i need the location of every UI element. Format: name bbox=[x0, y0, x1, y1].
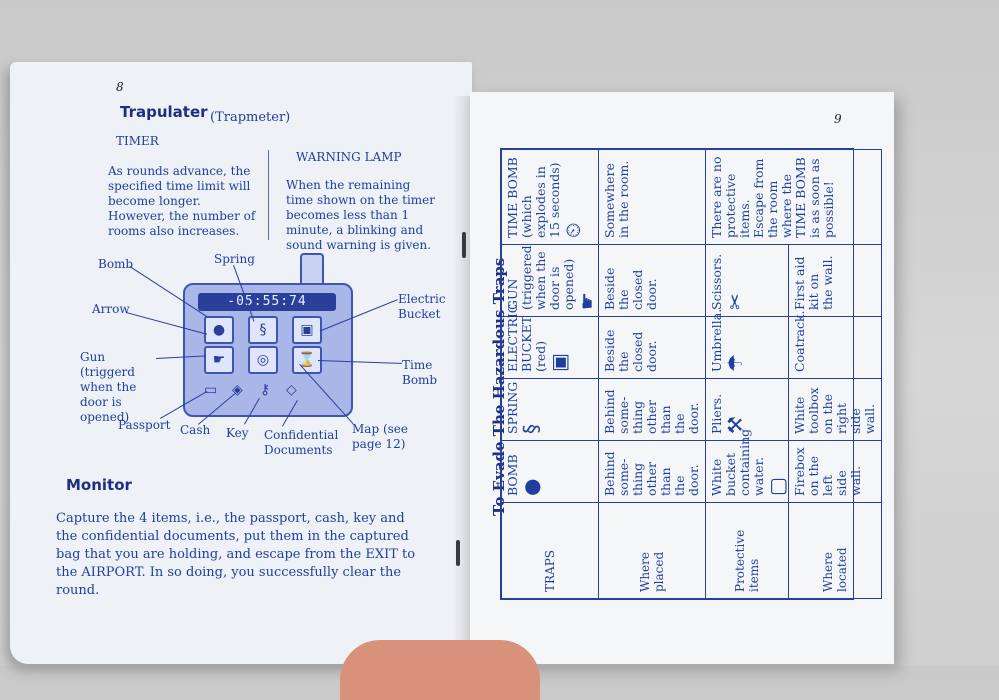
page-number-right: 9 bbox=[834, 112, 842, 126]
cell-protective-3: Umbrella.☂ bbox=[705, 309, 789, 379]
photo-scene: 8 Trapulater (Trapmeter) TIMER As rounds… bbox=[10, 62, 894, 700]
scissors-icon: ✂ bbox=[723, 293, 747, 310]
table-row-protective: Protective items White bucket containing… bbox=[705, 149, 882, 599]
right-page bbox=[470, 92, 894, 664]
passport-icon: ▭ bbox=[204, 382, 218, 398]
cell-trap-1: BOMB● bbox=[501, 440, 599, 503]
traps-table: TRAPS BOMB● SPRING§ ELECTRIC BUCKET (red… bbox=[500, 148, 882, 600]
cell-protective-4: Scissors.✂ bbox=[705, 244, 789, 317]
antenna-icon bbox=[300, 253, 324, 283]
cell-placed-5: Somewhere in the room. bbox=[598, 149, 706, 245]
header-traps: TRAPS bbox=[501, 502, 599, 599]
cell-trap-5: TIME BOMB (which explodes in 15 seconds)… bbox=[501, 149, 599, 245]
page-title: Trapulater bbox=[120, 103, 208, 121]
label-passport: Passport bbox=[118, 418, 171, 432]
label-map: Map (see page 12) bbox=[352, 422, 408, 451]
protective-text: Pliers. bbox=[709, 393, 724, 434]
monitor-text: Capture the 4 items, i.e., the passport,… bbox=[56, 511, 416, 598]
trap-name: TIME BOMB (which explodes in 15 seconds) bbox=[505, 157, 562, 238]
label-key: Key bbox=[226, 426, 249, 440]
trap-name: BOMB bbox=[505, 454, 520, 496]
bucket-icon: ▣ bbox=[547, 353, 571, 372]
label-bomb: Bomb bbox=[98, 257, 134, 271]
timer-text: As rounds advance, the specified time li… bbox=[108, 164, 256, 238]
table-row-placed: Where placed Behind some-thing other tha… bbox=[598, 149, 706, 599]
protective-text: Scissors. bbox=[709, 253, 724, 310]
electric-bucket-icon: ▣ bbox=[292, 316, 322, 344]
header-protective-items: Protective items bbox=[705, 502, 789, 599]
gun-icon: ☛ bbox=[204, 346, 234, 374]
warning-lamp-heading: WARNING LAMP bbox=[296, 150, 402, 164]
cash-icon: ◈ bbox=[232, 382, 243, 398]
cell-protective-1: White bucket containing water.▢ bbox=[705, 429, 789, 503]
protective-text: Umbrella. bbox=[709, 308, 724, 372]
trap-name: GUN (triggered when the door is opened) bbox=[505, 245, 576, 310]
cell-placed-2: Behind some-thing other than the door. bbox=[598, 378, 706, 441]
cell-located-4: First aid kit on the wall. bbox=[788, 244, 882, 317]
arrow-icon: ◎ bbox=[248, 346, 278, 374]
label-confidential: Confidential Documents bbox=[264, 428, 339, 457]
label-gun: Gun (triggerd when the door is opened) bbox=[80, 350, 137, 424]
staple-bottom bbox=[456, 540, 460, 566]
cell-located-3: Coatrack. bbox=[788, 310, 882, 379]
page-number-left: 8 bbox=[116, 80, 124, 94]
column-divider bbox=[268, 150, 269, 240]
cell-trap-2: SPRING§ bbox=[501, 378, 599, 441]
bomb-icon: ● bbox=[519, 478, 543, 496]
gun-icon: ☛ bbox=[575, 292, 599, 310]
hand-holding-booklet bbox=[340, 640, 540, 700]
cell-located-1: Firebox on the left side wall. bbox=[788, 440, 882, 503]
monitor-heading: Monitor bbox=[66, 476, 132, 494]
header-where-placed: Where placed bbox=[598, 502, 706, 599]
spring-icon: § bbox=[519, 424, 543, 434]
key-icon: ⚷ bbox=[260, 382, 271, 398]
label-time-bomb: Time Bomb bbox=[402, 358, 438, 387]
warning-lamp-text: When the remaining time shown on the tim… bbox=[286, 178, 435, 252]
table-header-row: TRAPS BOMB● SPRING§ ELECTRIC BUCKET (red… bbox=[501, 149, 599, 599]
cell-protective-5: There are no protective items. Escape fr… bbox=[705, 149, 882, 245]
cell-trap-4: GUN (triggered when the door is opened)☛ bbox=[501, 244, 599, 317]
documents-icon: ◇ bbox=[286, 382, 297, 398]
label-cash: Cash bbox=[180, 423, 211, 437]
bucket-icon: ▢ bbox=[765, 477, 789, 496]
header-where-located: Where located bbox=[788, 502, 882, 599]
cell-placed-4: Beside the closed door. bbox=[598, 244, 706, 317]
label-electric-bucket: Electric Bucket bbox=[398, 292, 446, 321]
label-spring: Spring bbox=[214, 252, 255, 266]
timer-display: -05:55:74 bbox=[198, 293, 336, 311]
umbrella-icon: ☂ bbox=[723, 354, 747, 372]
cell-trap-3: ELECTRIC BUCKET (red)▣ bbox=[501, 304, 599, 379]
clock-icon: ⏲ bbox=[561, 222, 585, 238]
pliers-icon: ⚒ bbox=[723, 416, 747, 434]
trap-name: SPRING bbox=[505, 381, 520, 434]
staple-top bbox=[462, 232, 466, 258]
cell-placed-1: Behind some-thing other than the door. bbox=[598, 440, 706, 503]
cell-located-2: White toolbox on the right side wall. bbox=[788, 378, 882, 441]
cell-placed-3: Beside the closed door. bbox=[598, 316, 706, 379]
time-bomb-icon: ⌛ bbox=[292, 346, 322, 374]
timer-heading: TIMER bbox=[116, 134, 159, 148]
spring-icon: § bbox=[248, 316, 278, 344]
label-arrow: Arrow bbox=[92, 302, 130, 316]
bomb-icon: ● bbox=[204, 316, 234, 344]
page-title-sub: (Trapmeter) bbox=[210, 110, 291, 125]
